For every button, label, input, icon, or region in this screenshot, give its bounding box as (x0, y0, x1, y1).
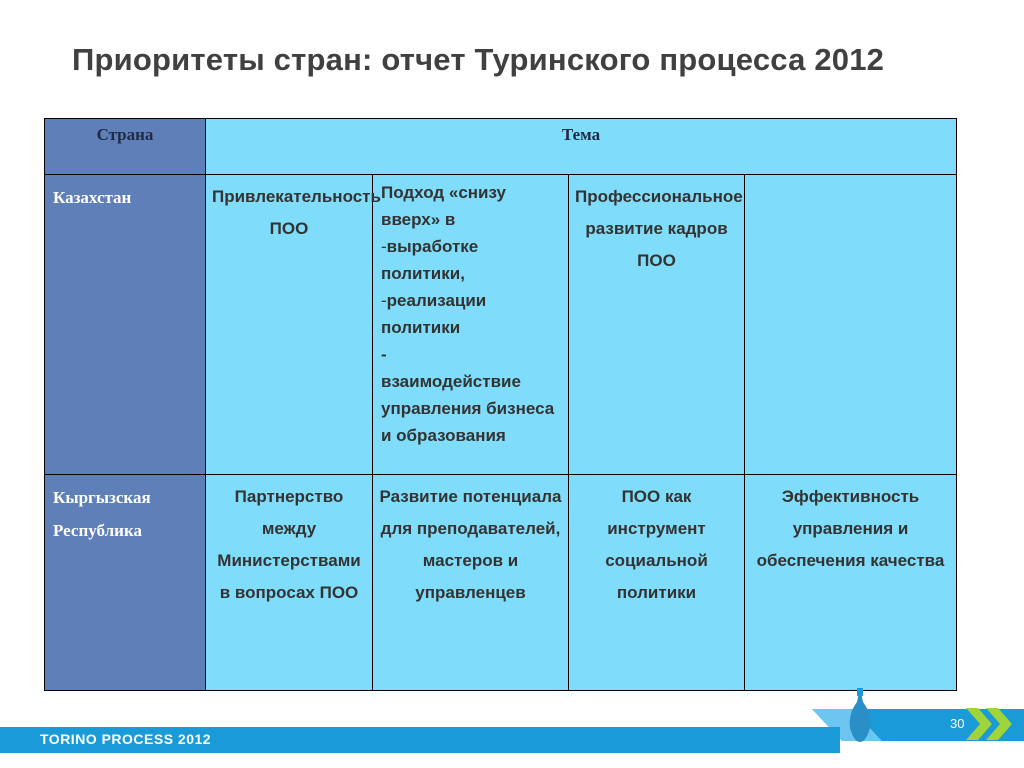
country-kazakhstan: Казахстан (44, 174, 206, 475)
table-header-row: Страна Тема (44, 118, 958, 175)
kz-attractiveness: Привлекательность ПОО (205, 174, 381, 475)
kg-partnership: Партнерство между Министерствами в вопро… (205, 474, 373, 691)
table-row: Кыргызская Республика Партнерство между … (44, 474, 958, 691)
kz-empty-cell (743, 174, 958, 475)
kz-bottom-up-approach: Подход «снизу вверх» в -выработке полити… (372, 174, 569, 475)
kg-quality-management: Эффективность управления и обеспечения к… (743, 474, 958, 691)
footer-bar (0, 727, 840, 753)
kz-professional-development: Профессиональное развитие кадров ПОО (568, 174, 745, 475)
drop-icon (849, 688, 871, 742)
kz-approach-intro: Подход «снизу вверх» в (381, 183, 506, 229)
header-theme: Тема (204, 118, 958, 175)
page-number: 30 (950, 716, 965, 731)
kz-approach-item: -выработке политики, (381, 237, 479, 283)
footer-brand: TORINO PROCESS 2012 (40, 731, 212, 747)
slide-title: Приоритеты стран: отчет Туринского проце… (72, 42, 885, 77)
kg-capacity-development: Развитие потенциала для преподавателей, … (372, 474, 569, 691)
kz-approach-item: -реализации политики (381, 291, 487, 337)
header-country: Страна (44, 118, 206, 175)
double-chevron-icon (966, 708, 1012, 740)
priorities-table: Страна Тема Казахстан Привлекательность … (44, 118, 958, 691)
kz-approach-item: -взаимодействие управления бизнеса и обр… (381, 345, 555, 445)
table-row: Казахстан Привлекательность ПОО Подход «… (44, 174, 958, 475)
country-kyrgyzstan: Кыргызская Республика (44, 474, 206, 691)
kg-social-policy: ПОО как инструмент социальной политики (568, 474, 745, 691)
